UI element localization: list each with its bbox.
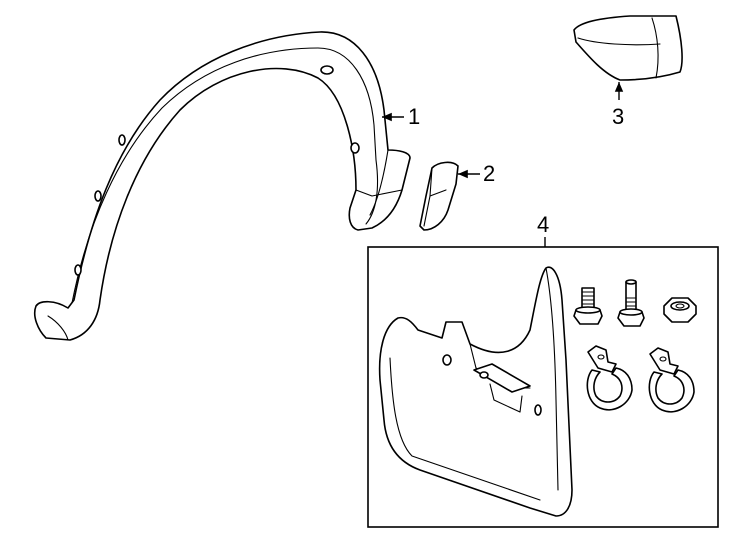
callout-3: 3 bbox=[612, 104, 624, 129]
clip-1 bbox=[586, 345, 633, 411]
bolt-1 bbox=[573, 287, 603, 325]
part-2-bracket bbox=[419, 161, 459, 231]
bolt-2 bbox=[617, 279, 645, 327]
callout-1: 1 bbox=[408, 104, 420, 129]
mud-guard bbox=[378, 266, 573, 517]
callout-2: 2 bbox=[483, 161, 495, 186]
kit-box bbox=[367, 246, 719, 528]
clip-2 bbox=[648, 347, 695, 413]
callout-4: 4 bbox=[537, 212, 549, 237]
nut bbox=[663, 297, 697, 323]
part-1-fender-flare bbox=[33, 31, 411, 341]
part-3-end-cap bbox=[573, 15, 683, 81]
